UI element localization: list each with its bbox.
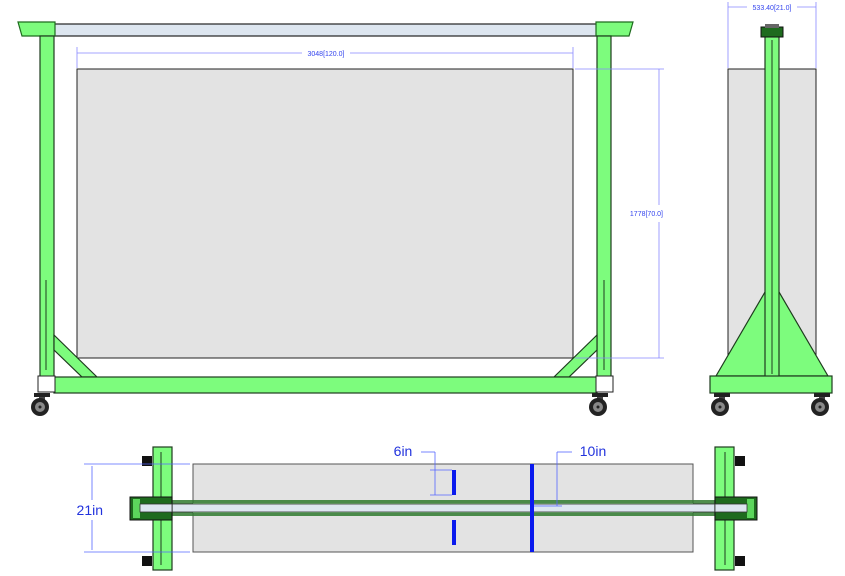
depth-dimension: 533.40[21.0] [753,5,792,12]
top-view-rail [139,503,746,513]
side-view: 533.40[21.0] [709,2,833,416]
caster-side-left [711,393,730,416]
left-end-assembly [129,446,173,571]
width-dimension: 3048[120.0] [308,51,345,58]
caster-side-right [811,393,830,416]
top-view: 21in 6in 10in [77,443,758,571]
corner-block-left [37,375,56,393]
offset-label-6in: 6in [394,443,413,459]
top-cap-left [17,21,56,37]
display-panel [76,68,574,359]
depth-label-21in: 21in [77,502,103,518]
corner-block-right [595,375,614,393]
marker-short-bottom [452,520,456,545]
caster-front-right [589,393,608,416]
top-beam [51,23,601,37]
left-post [39,35,55,379]
side-cap [760,26,784,38]
offset-label-10in: 10in [580,443,606,459]
front-view: 3048[120.0] 1778[70.0] [17,21,664,416]
side-base [709,375,833,394]
height-dimension: 1778[70.0] [630,211,663,218]
right-end-assembly [714,446,758,571]
marker-long [530,464,534,552]
bottom-beam [53,376,598,394]
top-cap-right [595,21,634,37]
marker-short-top [452,470,456,495]
caster-front-left [31,393,50,416]
